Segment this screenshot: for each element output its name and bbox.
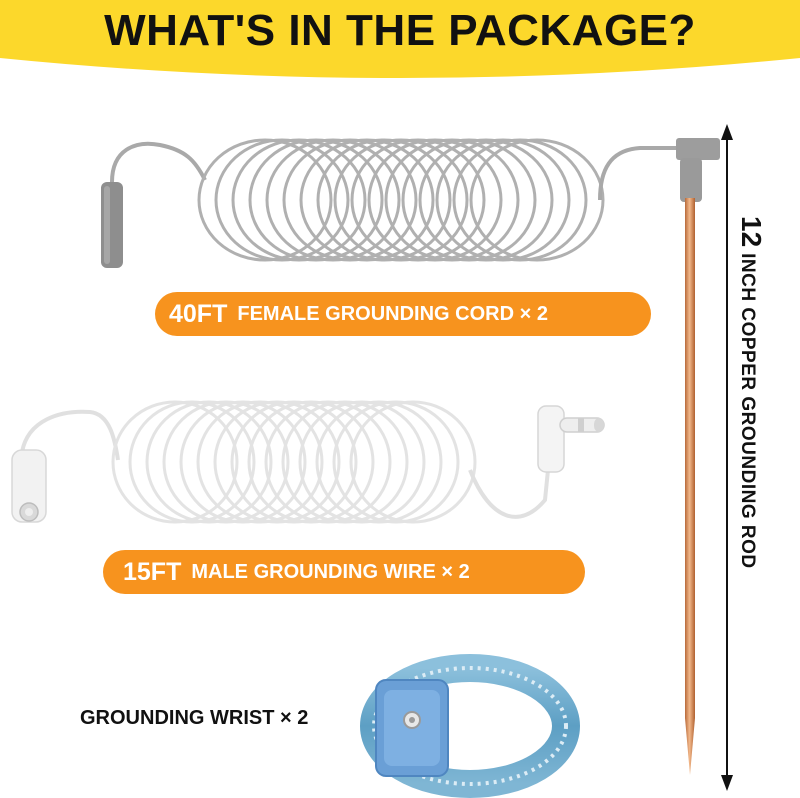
banner-background-icon (0, 0, 800, 78)
female-cord-text: FEMALE GROUNDING CORD × 2 (237, 302, 548, 325)
copper-rod-icon (685, 198, 695, 775)
rod-length: 12 (736, 216, 767, 248)
female-cord-length: 40FT (169, 299, 228, 328)
header-banner: WHAT'S IN THE PACKAGE? (0, 0, 800, 84)
wrist-strap-icon (360, 654, 580, 798)
rod-text: INCH COPPER GROUNDING ROD (737, 253, 758, 569)
white-coiled-wire-icon (11, 400, 605, 524)
female-cord-label: 40FT FEMALE GROUNDING CORD × 2 (155, 292, 651, 336)
male-wire-label: 15FT MALE GROUNDING WIRE × 2 (103, 550, 585, 594)
dimension-arrow-icon (721, 124, 733, 791)
rod-label: 12INCH COPPER GROUNDING ROD (727, 216, 767, 676)
male-wire-length: 15FT (123, 557, 182, 586)
gray-coiled-cord-icon (101, 138, 720, 268)
page-title: WHAT'S IN THE PACKAGE? (104, 6, 696, 55)
wrist-label: GROUNDING WRIST × 2 (80, 707, 309, 729)
male-wire-text: MALE GROUNDING WIRE × 2 (191, 560, 470, 583)
